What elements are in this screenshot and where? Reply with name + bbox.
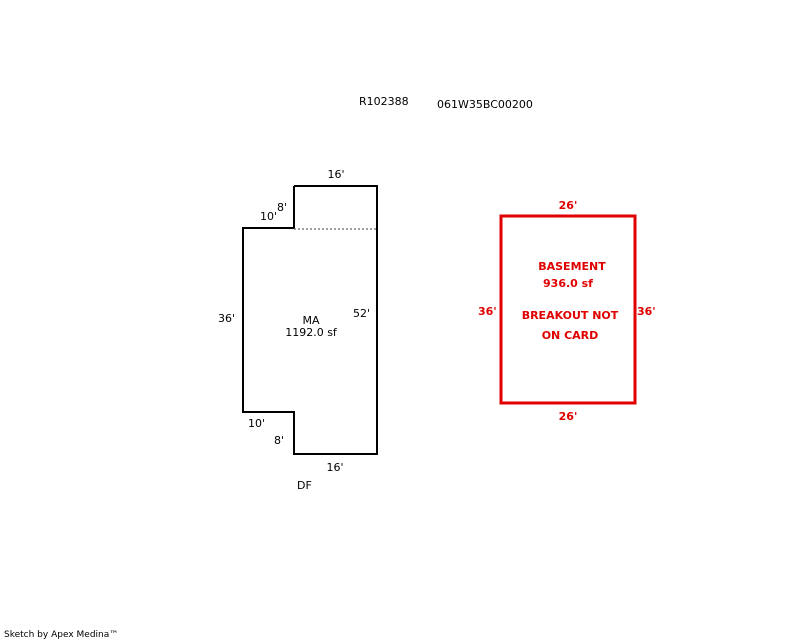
main-notch-top-width-dim: 10': [260, 210, 277, 223]
map-taxlot-id: 061W35BC00200: [437, 98, 533, 111]
basement-left-dim: 36': [478, 305, 497, 318]
main-top-dim: 16': [327, 168, 344, 181]
basement-right-dim: 36': [637, 305, 656, 318]
foundation-label: DF: [297, 479, 312, 492]
basement-outline: [499, 214, 637, 405]
main-left-dim: 36': [218, 312, 235, 325]
basement-sf: 936.0 sf: [543, 277, 593, 290]
sketch-credit: Sketch by Apex Medina™: [4, 630, 118, 640]
basement-note-line1: BREAKOUT NOT: [522, 309, 619, 322]
main-area-name: MA: [302, 314, 319, 327]
basement-bottom-dim: 26': [559, 410, 578, 423]
main-notch-bottom-width-dim: 10': [248, 417, 265, 430]
basement-note-line2: ON CARD: [542, 329, 599, 342]
main-notch-bottom-height-dim: 8': [274, 434, 284, 447]
basement-name: BASEMENT: [538, 260, 606, 273]
main-area-sf: 1192.0 sf: [285, 326, 338, 339]
main-notch-top-height-dim: 8': [277, 201, 287, 214]
main-area-outline: [242, 185, 378, 455]
main-right-dim: 52': [353, 307, 370, 320]
basement-top-dim: 26': [559, 199, 578, 212]
account-id: R102388: [359, 95, 409, 108]
main-bottom-dim: 16': [326, 461, 343, 474]
